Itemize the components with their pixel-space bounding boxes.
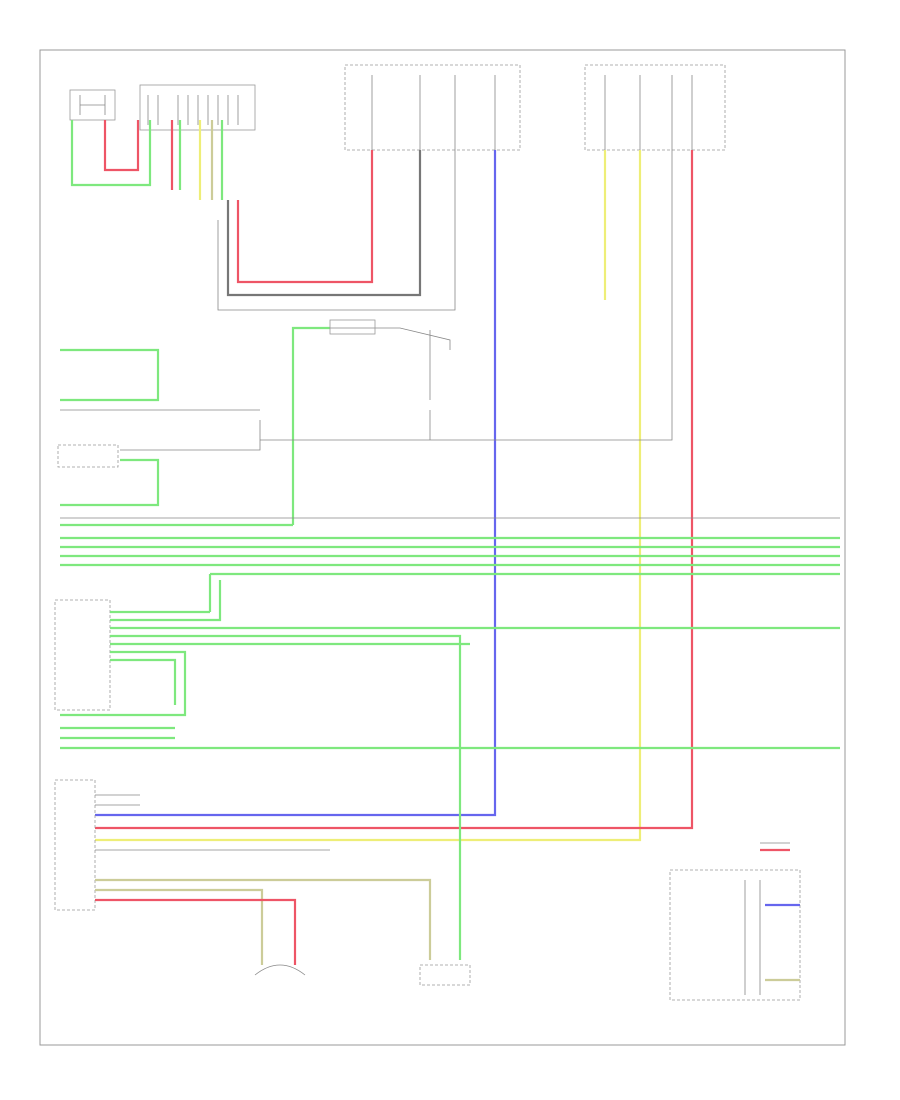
top-fuse-block-2: [584, 64, 726, 151]
top-left-switch: [69, 89, 116, 121]
mid-left-block: [54, 599, 111, 711]
bottom-lamp: [254, 964, 306, 976]
top-fuse-block-1: [344, 64, 521, 151]
left-switch-1: [60, 348, 260, 411]
bottom-switch: [419, 964, 471, 986]
diagram-frame: [39, 49, 846, 1046]
bottom-left-unit: [54, 779, 96, 911]
left-switch-2: [57, 420, 261, 507]
bottom-right-switch: [669, 869, 801, 1001]
top-left-connector-block: [139, 84, 256, 131]
